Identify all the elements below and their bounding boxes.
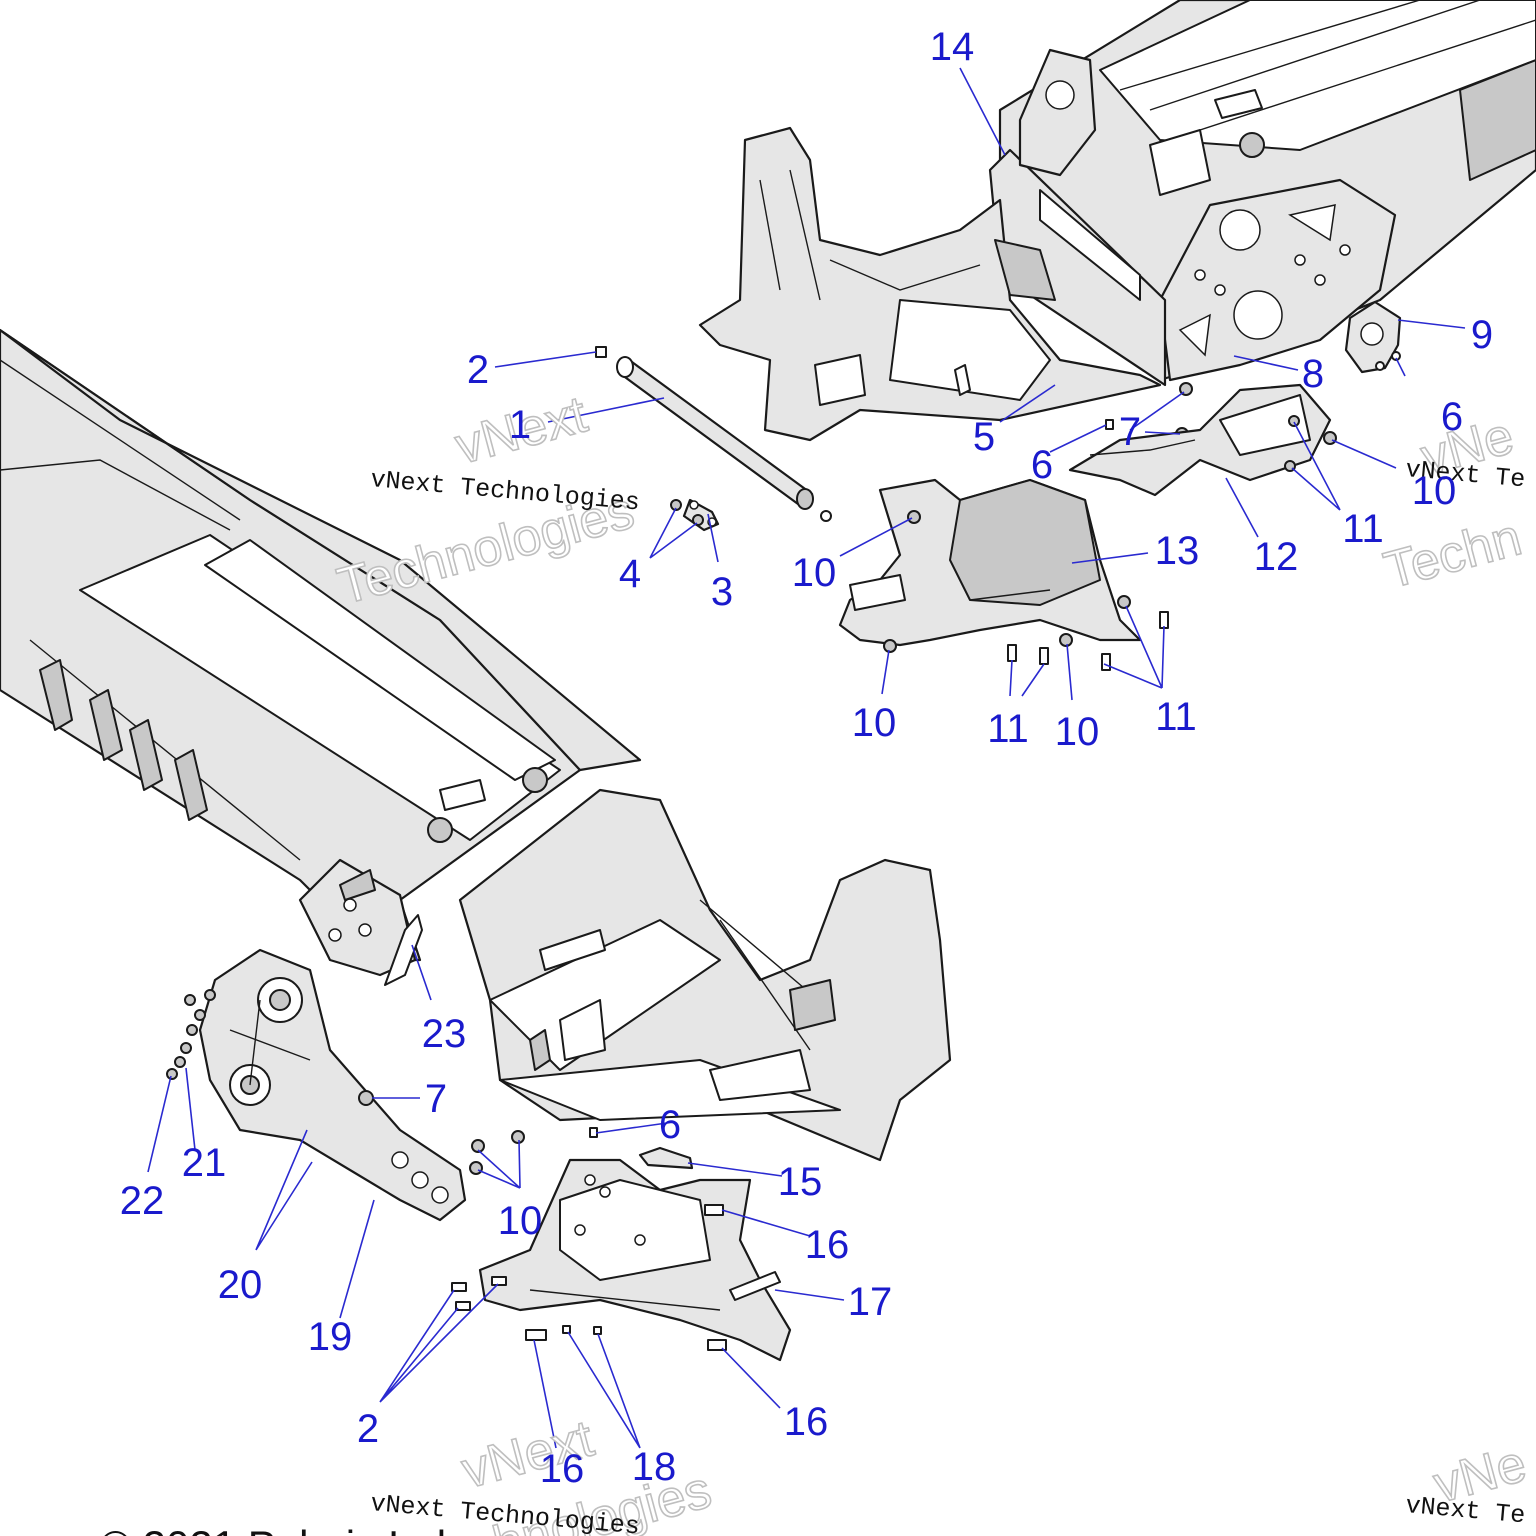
part-6-screws-top [1105, 351, 1401, 430]
callout-labels: 1 2 2 3 4 5 6 6 6 7 7 8 9 10 10 10 10 10… [120, 25, 1493, 1491]
callout-17: 17 [848, 1280, 893, 1324]
callout-15: 15 [778, 1160, 823, 1204]
front-frame-front [458, 788, 952, 1162]
watermark-mono-1: vNext Technologies [369, 465, 641, 517]
part-2-bolt-top [595, 346, 607, 358]
callout-6-mid: 6 [1031, 443, 1053, 487]
callout-18: 18 [632, 1445, 677, 1489]
part-1-tube [616, 356, 814, 510]
callout-10-e: 10 [498, 1199, 543, 1243]
callout-10-a: 10 [792, 551, 837, 595]
callout-13: 13 [1155, 529, 1200, 573]
callout-2-bottom: 2 [357, 1407, 379, 1451]
callout-10-d: 10 [1055, 710, 1100, 754]
callout-5: 5 [973, 415, 995, 459]
callout-11-b: 11 [987, 707, 1029, 751]
callout-10-c: 10 [852, 701, 897, 745]
watermark-ghost-2b: Techn [1378, 508, 1527, 600]
callout-4: 4 [619, 552, 641, 596]
callout-7-lower: 7 [425, 1077, 447, 1121]
tunnel-front-lower [0, 328, 642, 962]
part-12-rear-arm [1068, 383, 1337, 497]
callout-11-a: 11 [1342, 507, 1384, 551]
callout-6-lower: 6 [659, 1103, 681, 1147]
callout-14: 14 [930, 25, 975, 69]
part-7-nut-lower [358, 1090, 374, 1106]
part-2-bolts-lower [451, 1276, 507, 1311]
part-21-22-nuts [166, 989, 216, 1080]
callout-20: 20 [218, 1263, 263, 1307]
callout-10-b: 10 [1412, 469, 1457, 513]
callout-16-c: 16 [540, 1447, 585, 1491]
callout-7-top: 7 [1119, 410, 1141, 454]
callout-2-top: 2 [467, 348, 489, 392]
callout-22: 22 [120, 1179, 165, 1223]
part-18-screws [562, 1325, 602, 1335]
callout-21: 21 [182, 1141, 227, 1185]
callout-16-a: 16 [805, 1223, 850, 1267]
leader-lines [147, 67, 1466, 1449]
callout-19: 19 [308, 1315, 353, 1359]
part-10-nuts-lower [469, 1130, 525, 1175]
callout-8: 8 [1302, 352, 1324, 396]
part-4-nuts [670, 499, 832, 526]
part-13-plate [838, 478, 1142, 653]
part-15-plate [638, 1146, 694, 1170]
part-19-chaincase [198, 948, 467, 1222]
part-23-bracket [384, 914, 423, 986]
bulkhead-plate-front [298, 858, 417, 977]
callout-6-right: 6 [1441, 395, 1463, 439]
callout-23: 23 [422, 1012, 467, 1056]
bulkhead-plate-rear [1158, 178, 1397, 382]
callout-11-c: 11 [1155, 695, 1197, 739]
front-frame-rear [698, 126, 1162, 442]
callout-9: 9 [1471, 313, 1493, 357]
callout-3: 3 [711, 570, 733, 614]
callout-1: 1 [509, 403, 531, 447]
callout-12: 12 [1254, 535, 1299, 579]
callout-16-b: 16 [784, 1400, 829, 1444]
frame-side-panel-rear [988, 48, 1167, 387]
